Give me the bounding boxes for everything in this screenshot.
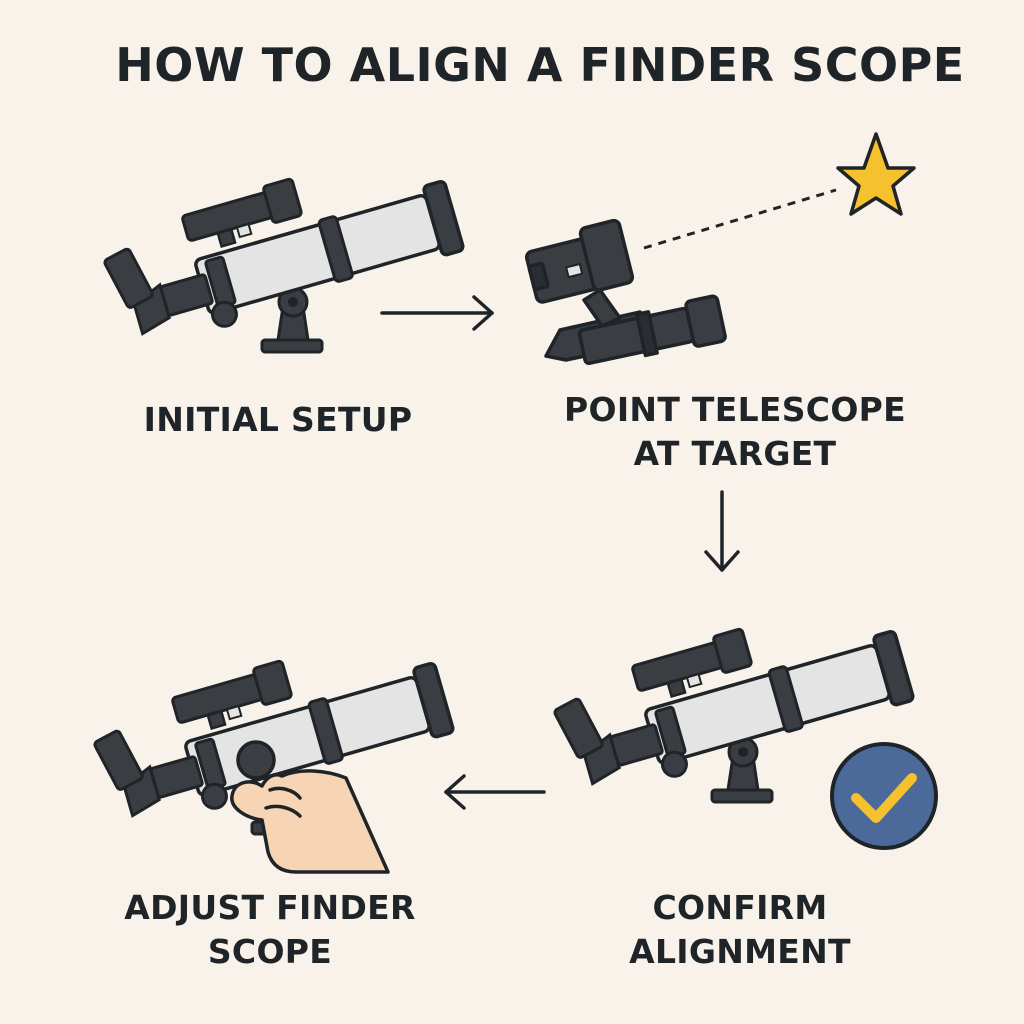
- step-label-point-telescope: POINT TELESCOPE AT TARGET: [540, 388, 930, 476]
- arrow-down-icon: [704, 490, 740, 572]
- checkmark-icon: [830, 742, 938, 850]
- arrow-left-icon: [444, 774, 546, 810]
- hand-icon: [230, 740, 390, 874]
- step-label-line: AT TARGET: [633, 434, 837, 473]
- page-title: HOW TO ALIGN A FINDER SCOPE: [115, 38, 965, 92]
- arrow-right-icon: [380, 295, 494, 331]
- step-label-line: ALIGNMENT: [629, 932, 851, 971]
- step-label-line: INITIAL SETUP: [143, 400, 413, 439]
- step-label-line: ADJUST FINDER: [124, 888, 416, 927]
- star-icon: [836, 132, 916, 216]
- step-label-adjust-finder: ADJUST FINDER SCOPE: [100, 886, 440, 974]
- step-label-line: POINT TELESCOPE: [563, 390, 907, 429]
- step-label-line: CONFIRM: [652, 888, 828, 927]
- sight-line: [643, 188, 837, 250]
- step-label-initial-setup: INITIAL SETUP: [118, 398, 438, 442]
- finder-scope-icon: [524, 218, 727, 365]
- step-label-confirm-alignment: CONFIRM ALIGNMENT: [590, 886, 890, 974]
- telescope-icon: [94, 136, 468, 356]
- step-label-line: SCOPE: [207, 932, 333, 971]
